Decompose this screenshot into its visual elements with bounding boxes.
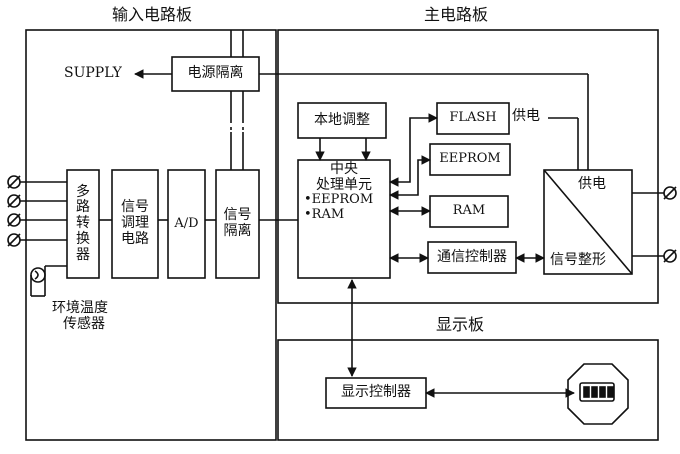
signal-conditioning-label: 信号 调理 电路 xyxy=(121,199,149,247)
multiplexer-label: 多 路 转 换 器 xyxy=(76,183,90,263)
cpu-box xyxy=(297,159,391,279)
signal-conditioning-box xyxy=(111,169,159,279)
cpu-label: 中央 处理单元 •EEPROM •RAM xyxy=(304,161,374,222)
adc-box xyxy=(167,169,206,279)
flash-supply-label: 供电 xyxy=(512,108,540,124)
power-isolation-label: 电源隔离 xyxy=(187,65,244,82)
comm-controller-label: 通信控制器 xyxy=(437,248,507,265)
display-controller-label: 显示控制器 xyxy=(341,384,411,401)
main-board-frame xyxy=(277,29,659,304)
display-board-title: 显示板 xyxy=(436,315,485,334)
local-adjust-label: 本地调整 xyxy=(314,111,370,128)
signal-shaping-diagonal xyxy=(543,169,633,275)
display-board-frame xyxy=(277,339,659,441)
adc-label: A/D xyxy=(174,215,199,231)
input-board-title: 输入电路板 xyxy=(112,5,193,24)
ram-label: RAM xyxy=(452,203,486,219)
eeprom-label: EEPROM xyxy=(439,151,501,167)
local-adjust-box xyxy=(297,102,387,139)
flash-label: FLASH xyxy=(449,110,497,126)
display-unit-icon xyxy=(567,363,629,425)
signal-shaping-label: 信号整形 xyxy=(550,252,606,268)
temp-sensor-label: 环境温度 传感器 xyxy=(52,300,108,333)
power-supply-label: 供电 xyxy=(578,176,606,192)
input-terminals xyxy=(7,175,67,247)
temp-sensor-symbol xyxy=(30,265,67,297)
signal-isolation-box xyxy=(215,169,260,279)
main-board-title: 主电路板 xyxy=(424,5,489,24)
output-terminals xyxy=(632,186,677,263)
multiplexer-box xyxy=(66,169,100,279)
signal-isolation-label: 信号 隔离 xyxy=(223,207,252,239)
input-board-frame xyxy=(25,29,277,441)
supply-label: SUPPLY xyxy=(64,65,122,81)
